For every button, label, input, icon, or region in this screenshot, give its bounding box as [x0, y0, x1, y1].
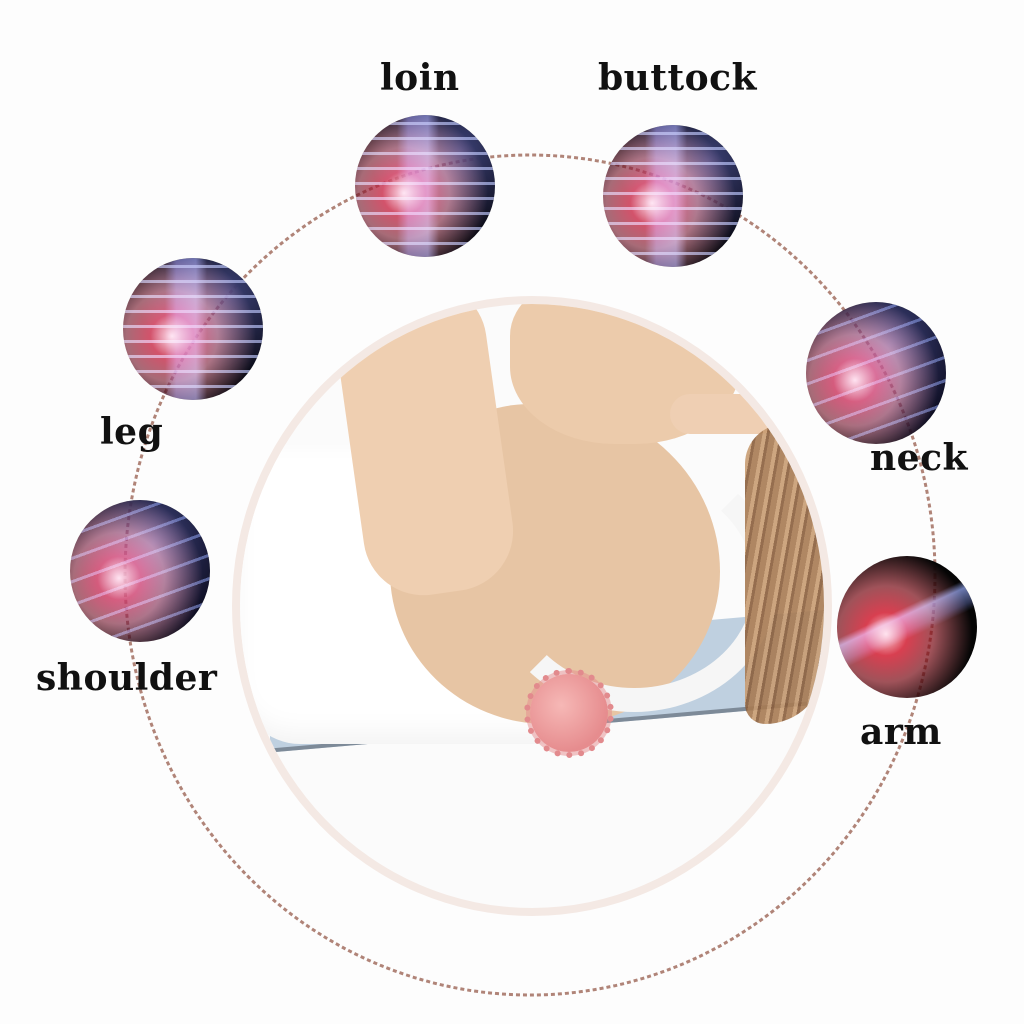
hair — [745, 424, 824, 724]
xray-loin-image — [355, 115, 495, 257]
label-buttock: buttock — [598, 57, 757, 99]
xray-buttock-image — [603, 125, 743, 267]
sports-bra — [490, 454, 778, 712]
hand — [670, 394, 780, 434]
label-leg: leg — [100, 411, 164, 453]
label-arm: arm — [860, 711, 942, 753]
spiky-massage-ball — [524, 668, 614, 758]
label-shoulder: shoulder — [36, 657, 218, 699]
xray-neck-image — [806, 302, 946, 444]
label-loin: loin — [380, 57, 460, 99]
center-photo — [232, 296, 832, 916]
label-neck: neck — [870, 437, 968, 479]
xray-leg-image — [123, 258, 263, 400]
xray-arm-image — [837, 556, 977, 698]
xray-shoulder-image — [70, 500, 210, 642]
